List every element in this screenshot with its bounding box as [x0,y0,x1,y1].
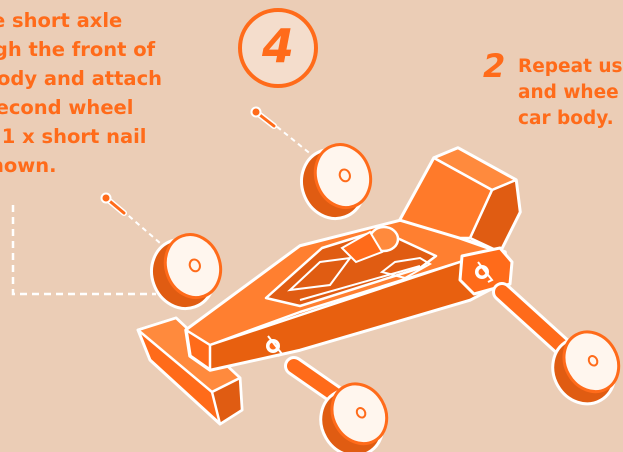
instruction-line: hown. [0,151,162,180]
instruction-line: car body. [518,106,623,132]
instruction-line: ugh the front of [0,35,162,64]
instruction-line: g 1 x short nail [0,122,162,151]
wheel-icon [142,227,232,318]
step-number-badge: 4 [238,8,318,88]
instruction-line: and whee [518,80,623,106]
nail-guide-dashed-line [270,121,318,160]
instruction-line: second wheel [0,93,162,122]
step-instruction-left: e short axle ugh the front of body and a… [0,6,162,180]
axle-icon [502,292,566,350]
nail-guide-dashed-line [122,210,168,250]
guide-dashed-line [13,205,156,294]
step-number: 4 [242,21,314,71]
instruction-line: e short axle [0,6,162,35]
instruction-line: Repeat us [518,54,623,80]
instruction-line: body and attach [0,64,162,93]
nail-icon [252,108,275,127]
substep-number: 2 [483,50,505,82]
substep-text: Repeat us and whee car body. [518,54,623,132]
nail-icon [102,194,125,214]
